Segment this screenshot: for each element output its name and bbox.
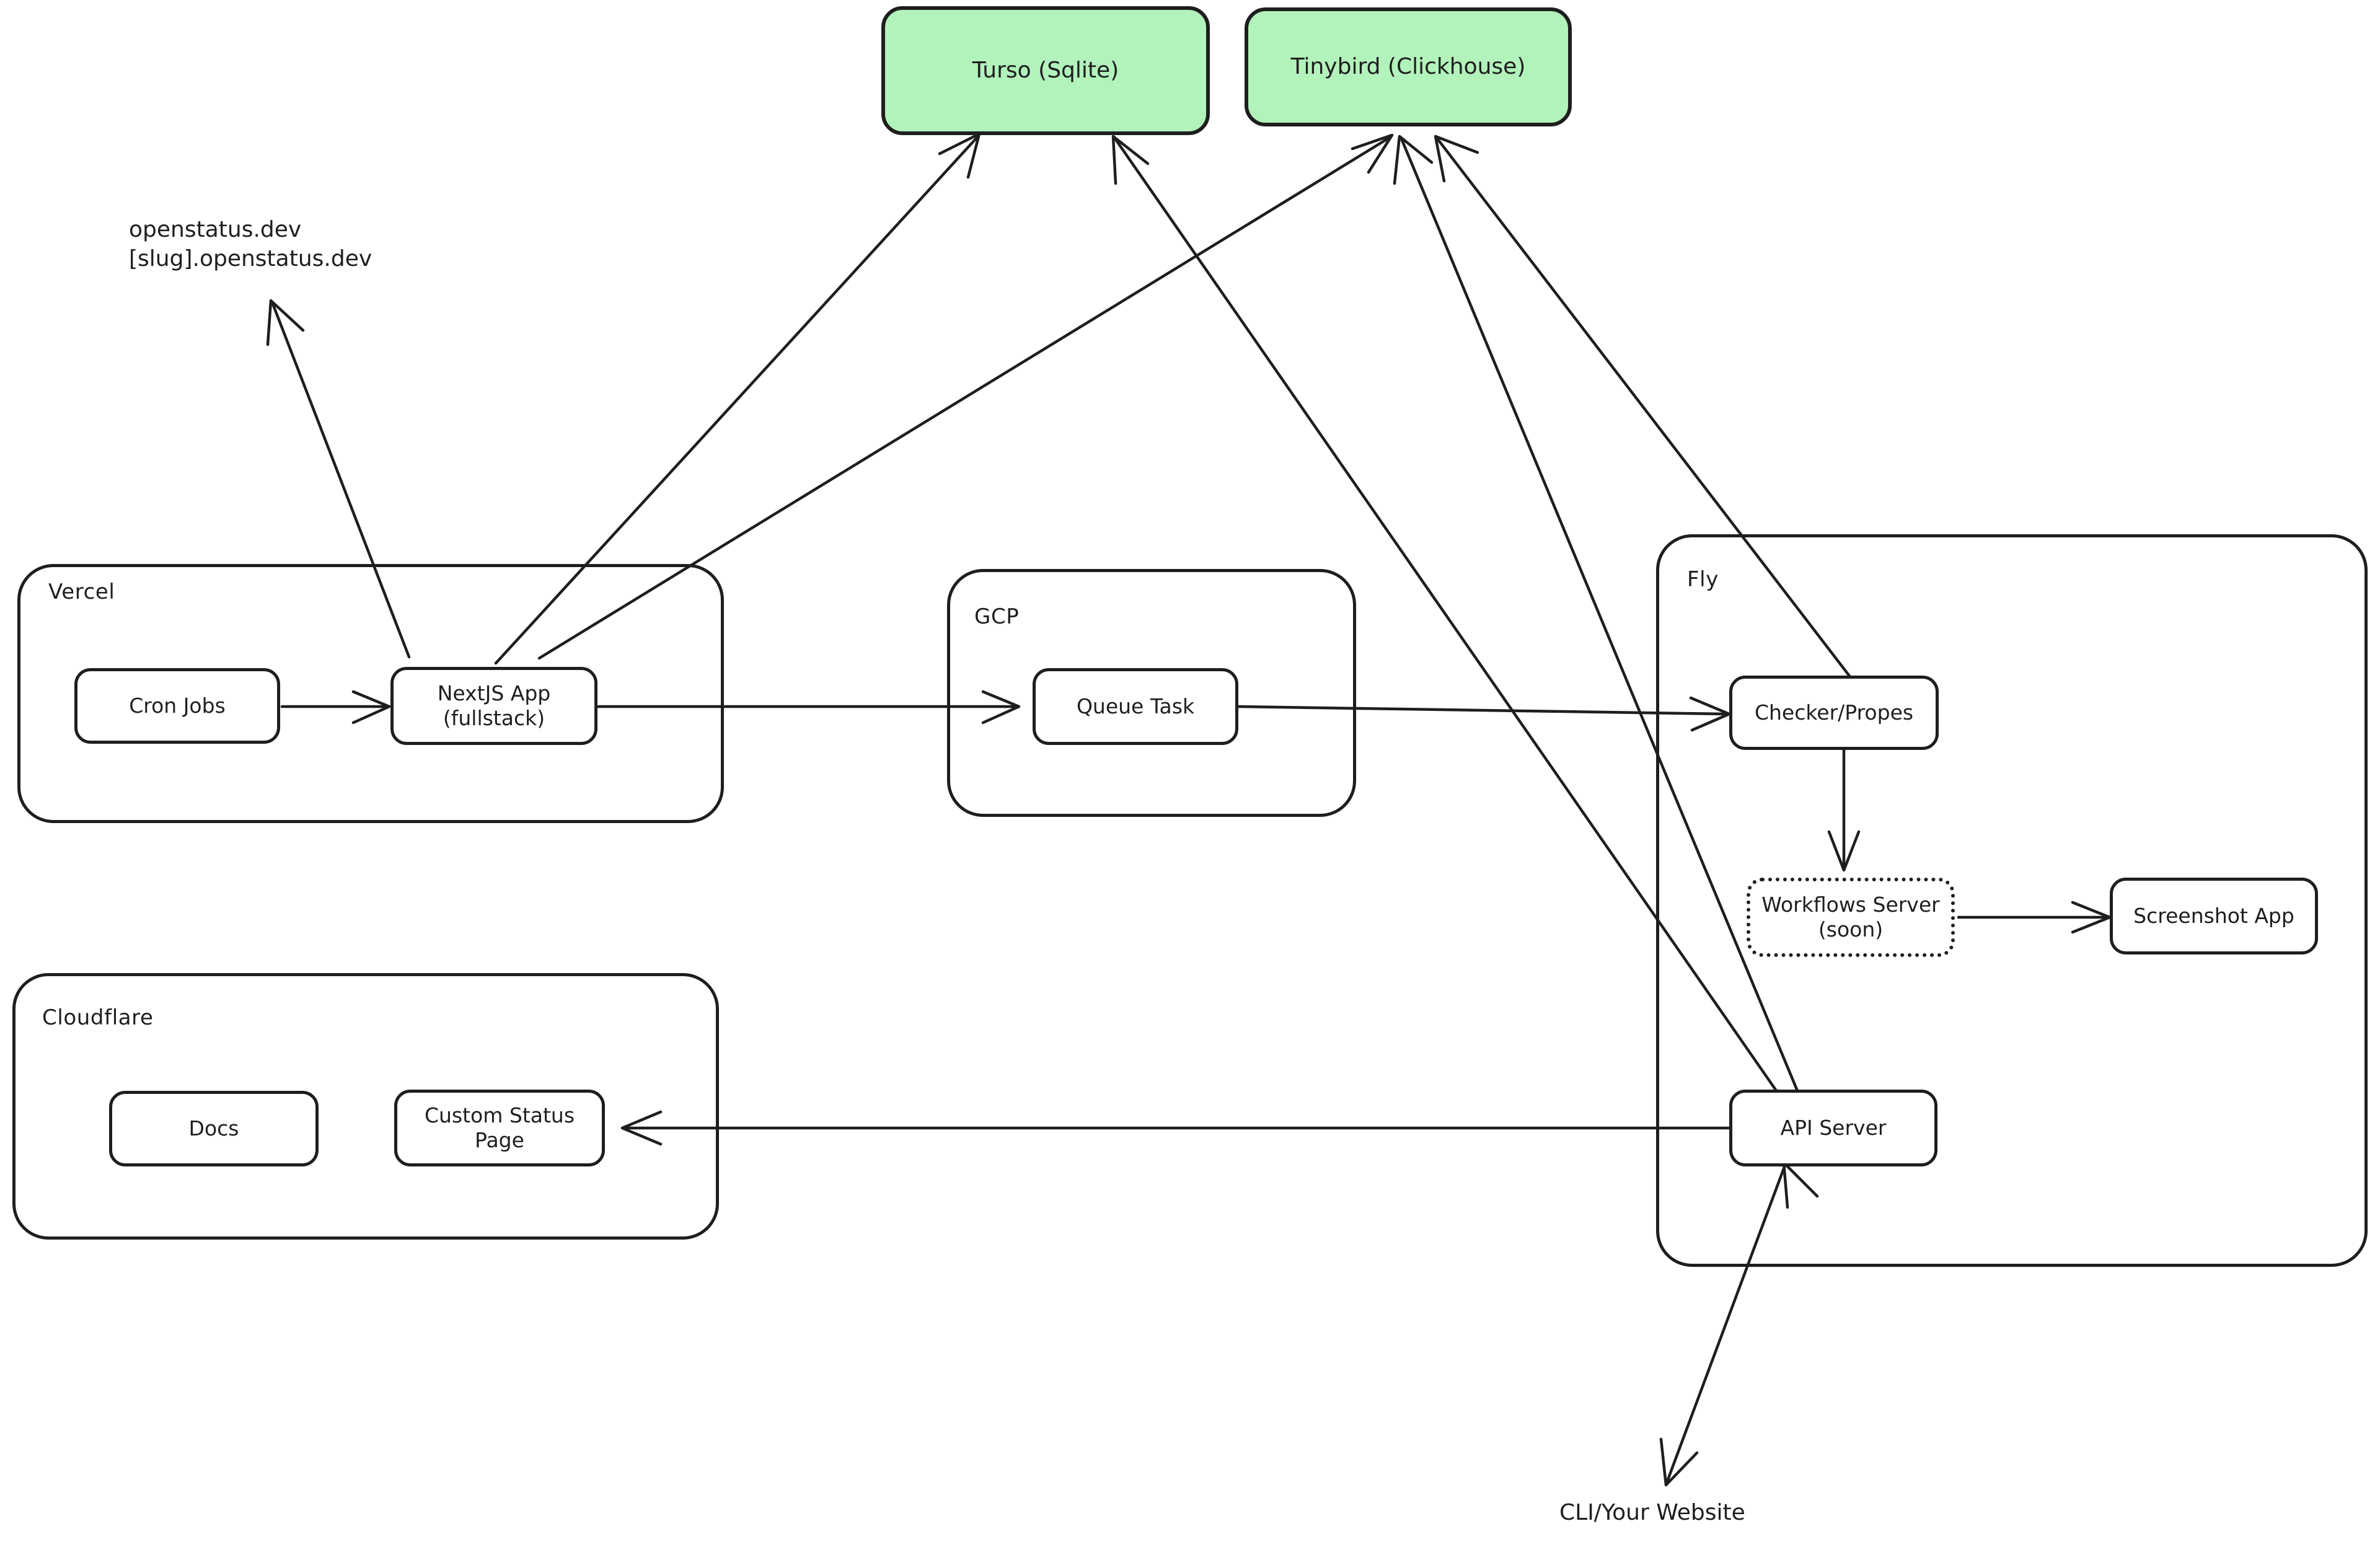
node-label-nextjs-app: NextJS App (fullstack) [437,681,551,730]
node-checker-propes[interactable]: Checker/Propes [1729,676,1939,750]
group-fly[interactable] [1656,534,2368,1267]
group-label-gcp: GCP [974,604,1020,629]
group-label-vercel: Vercel [48,580,115,604]
node-api-server[interactable]: API Server [1729,1090,1937,1166]
group-vercel[interactable] [17,564,724,823]
label-client: CLI/Your Website [1559,1500,1745,1525]
node-label-cron-jobs: Cron Jobs [129,693,226,718]
node-label-checker-propes: Checker/Propes [1754,700,1914,725]
node-label-tinybird: Tinybird (Clickhouse) [1290,54,1526,80]
node-cron-jobs[interactable]: Cron Jobs [74,668,280,744]
group-label-cloudflare: Cloudflare [42,1005,154,1030]
node-label-queue-task: Queue Task [1076,694,1195,718]
node-turso[interactable]: Turso (Sqlite) [881,6,1210,135]
node-docs[interactable]: Docs [109,1091,319,1166]
node-custom-status-page[interactable]: Custom Status Page [394,1090,605,1166]
node-label-turso: Turso (Sqlite) [972,58,1119,84]
node-tinybird[interactable]: Tinybird (Clickhouse) [1245,7,1572,126]
node-label-custom-status-page: Custom Status Page [424,1103,575,1152]
edge-api-to-statuspage [620,1110,1737,1146]
node-workflows-server[interactable]: Workflows Server (soon) [1747,878,1955,957]
group-label-fly: Fly [1687,567,1719,592]
node-screenshot-app[interactable]: Screenshot App [2110,878,2318,954]
node-label-workflows-server: Workflows Server (soon) [1761,892,1940,941]
node-label-screenshot-app: Screenshot App [2133,903,2294,928]
group-gcp[interactable] [947,569,1356,817]
node-nextjs-app[interactable]: NextJS App (fullstack) [390,667,597,745]
label-domains: openstatus.dev [slug].openstatus.dev [129,217,372,271]
node-label-api-server: API Server [1780,1115,1887,1140]
node-queue-task[interactable]: Queue Task [1033,668,1238,745]
node-label-docs: Docs [188,1116,239,1140]
group-cloudflare[interactable] [12,973,719,1240]
